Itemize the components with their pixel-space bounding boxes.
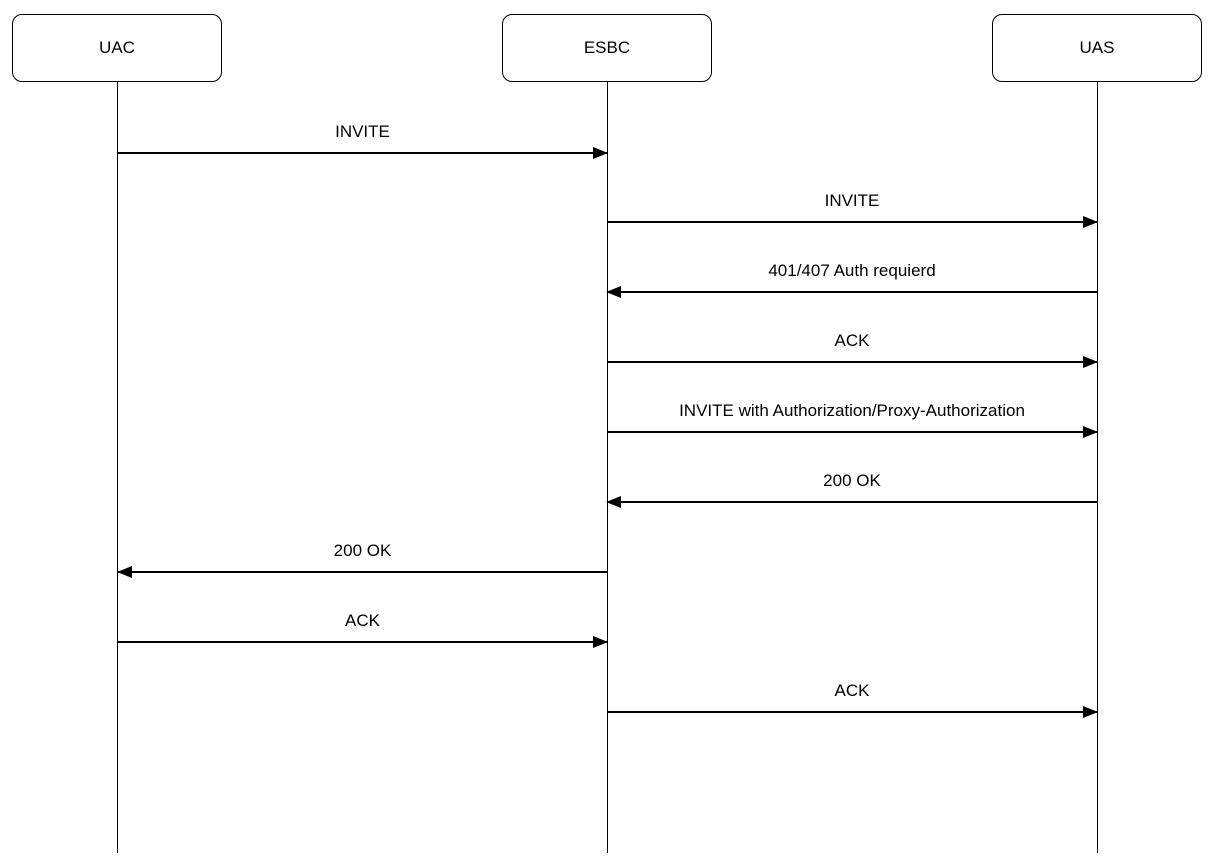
lifeline-uac <box>116 82 118 853</box>
message-line <box>118 152 607 154</box>
message-line <box>607 711 1097 713</box>
message-line <box>607 361 1097 363</box>
actor-box-uac: UAC <box>12 14 222 82</box>
message-line <box>607 221 1097 223</box>
message-label: INVITE <box>335 122 390 141</box>
message-line <box>118 571 607 573</box>
message-label: ACK <box>834 331 870 350</box>
message-line <box>118 641 607 643</box>
arrowhead-left-icon <box>117 566 132 578</box>
arrowhead-left-icon <box>606 496 621 508</box>
message-line <box>607 431 1097 433</box>
message-label: ACK <box>834 681 870 700</box>
actor-label-esbc: ESBC <box>583 38 631 57</box>
lifeline-esbc <box>606 82 608 853</box>
actor-label-uac: UAC <box>99 38 135 57</box>
arrowhead-right-icon <box>593 636 608 648</box>
lifeline-uas <box>1096 82 1098 853</box>
actor-label-uas: UAS <box>1079 38 1115 57</box>
message-label: 401/407 Auth requierd <box>768 261 936 280</box>
message-label: 200 OK <box>333 541 392 560</box>
arrowhead-right-icon <box>1083 356 1098 368</box>
arrowhead-right-icon <box>1083 706 1098 718</box>
actor-box-esbc: ESBC <box>502 14 712 82</box>
message-label: INVITE <box>824 191 880 210</box>
arrowhead-right-icon <box>1083 216 1098 228</box>
arrowhead-right-icon <box>593 147 608 159</box>
message-label: INVITE with Authorization/Proxy-Authoriz… <box>679 401 1025 420</box>
arrowhead-right-icon <box>1083 426 1098 438</box>
message-line <box>607 501 1097 503</box>
message-label: ACK <box>345 611 380 630</box>
message-label: 200 OK <box>823 471 881 490</box>
actor-box-uas: UAS <box>992 14 1202 82</box>
message-line <box>607 291 1097 293</box>
arrowhead-left-icon <box>606 286 621 298</box>
